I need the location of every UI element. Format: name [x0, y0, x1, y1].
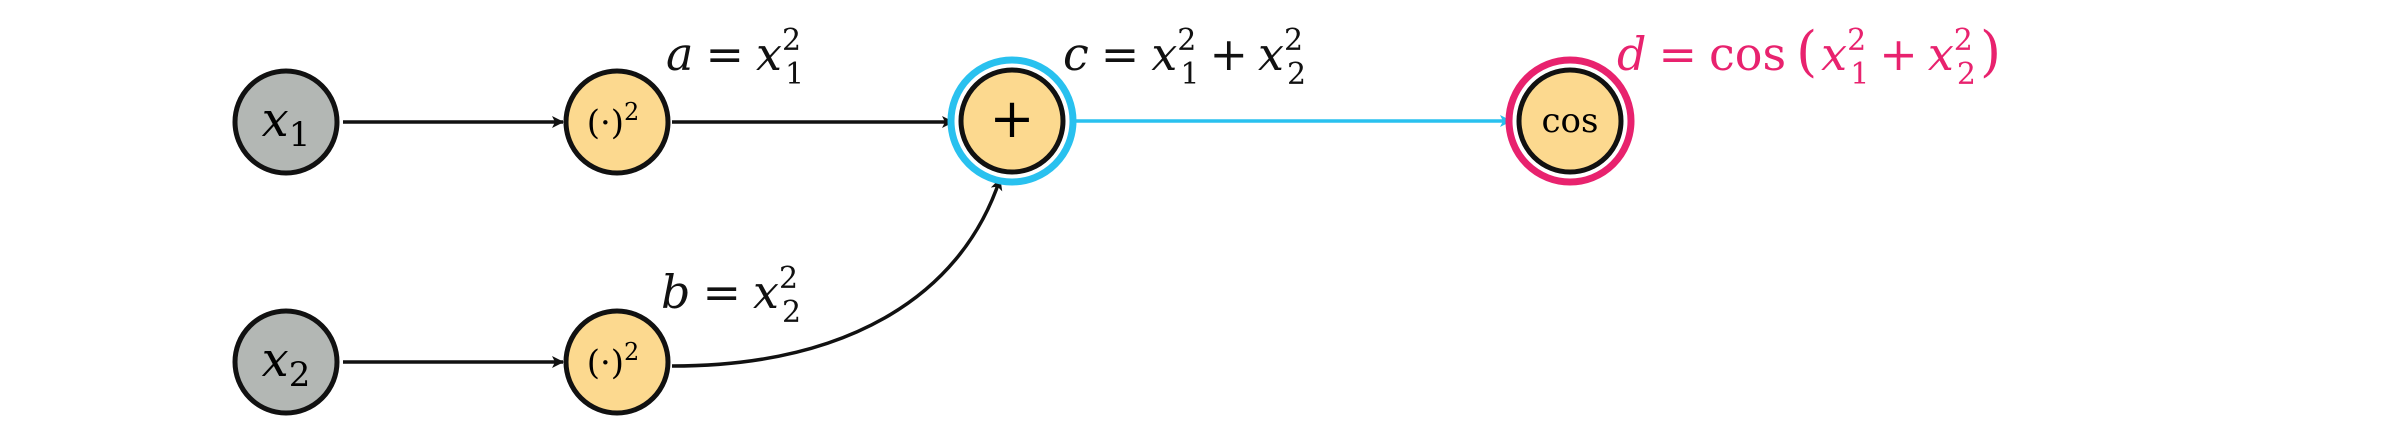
node-square-op-2: (·)2 — [563, 308, 671, 416]
square-op-2-sup: 2 — [624, 338, 639, 366]
edge-square2-to-plus — [671, 178, 1003, 368]
node-x1: x1 — [232, 68, 340, 176]
node-x2-var: x — [262, 332, 289, 388]
svg-text:(·)2: (·)2 — [587, 338, 640, 383]
node-x1-var: x — [262, 92, 289, 148]
node-x2: x2 — [232, 308, 340, 416]
node-square-op-1: (·)2 — [563, 68, 671, 176]
plus-op-label: + — [989, 87, 1034, 150]
square-op-2-label: (·) — [587, 343, 624, 383]
node-cos-op: cos — [1505, 56, 1635, 186]
cos-op-label: cos — [1542, 101, 1599, 141]
svg-text:x2: x2 — [262, 332, 311, 395]
node-x2-sub: 2 — [289, 355, 311, 395]
square-op-1-sup: 2 — [624, 98, 639, 126]
svg-text:x1: x1 — [262, 92, 311, 155]
node-x1-sub: 1 — [289, 115, 311, 155]
square-op-1-label: (·) — [587, 103, 624, 143]
svg-text:(·)2: (·)2 — [587, 98, 640, 143]
node-plus-op: + — [947, 56, 1077, 186]
